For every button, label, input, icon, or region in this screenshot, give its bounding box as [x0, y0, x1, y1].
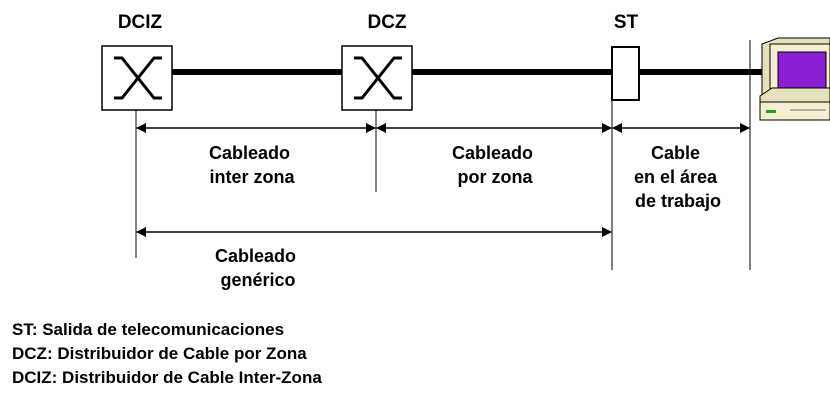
legend-item-dciz: DCIZ: Distribuidor de Cable Inter-Zona — [12, 368, 322, 387]
legend-item-dcz: DCZ: Distribuidor de Cable por Zona — [12, 344, 307, 363]
node-label-dcz: DCZ — [367, 12, 406, 33]
node-label-st: ST — [614, 12, 639, 33]
dcz-distributor — [341, 45, 413, 111]
legend: ST: Salida de telecomunicaciones DCZ: Di… — [12, 318, 322, 390]
legend-item-st: ST: Salida de telecomunicaciones — [12, 320, 285, 339]
computer-icon — [759, 37, 830, 121]
st-outlet — [611, 46, 640, 101]
dciz-distributor — [101, 45, 173, 111]
node-label-dciz: DCIZ — [118, 12, 163, 33]
label-por-zona: Cableado por zona — [452, 143, 538, 187]
label-area-trabajo: Cable en el área de trabajo — [634, 143, 722, 211]
label-inter-zona: Cableado inter zona — [209, 143, 296, 187]
label-generico: Cableado genérico — [215, 246, 301, 290]
